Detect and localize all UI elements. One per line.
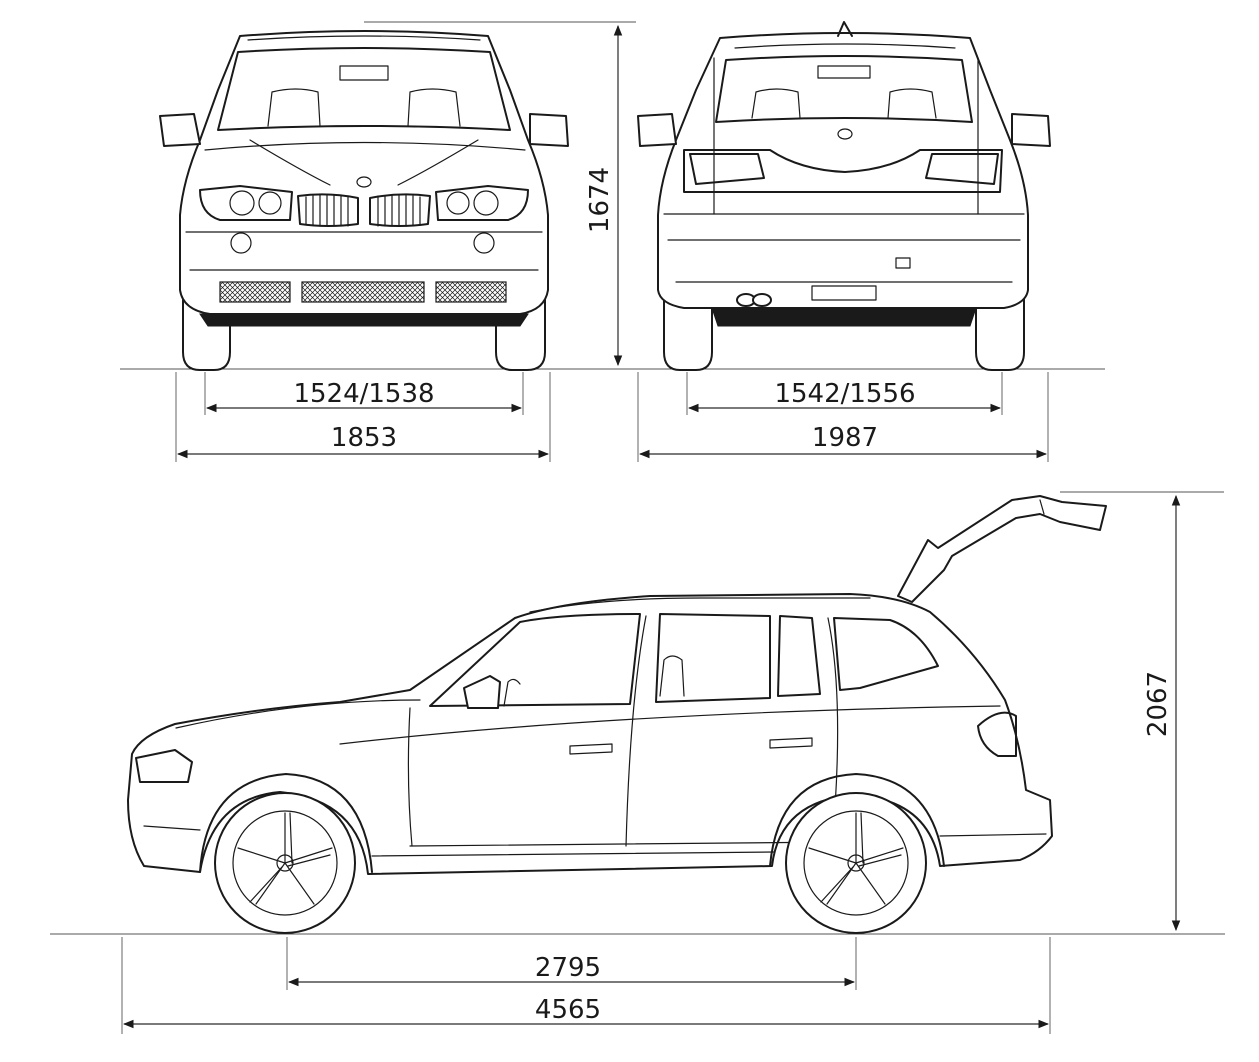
dim-length: 4565 <box>535 995 601 1025</box>
top-dimensions: 1674 1524/1538 1853 1542/1556 1987 <box>175 21 1049 462</box>
rear-wheel <box>785 792 927 934</box>
side-body <box>127 593 1053 875</box>
open-tailgate <box>897 495 1107 603</box>
rear-view <box>620 21 1105 371</box>
dim-height-tailgate-open: 2067 <box>1143 671 1173 737</box>
left-taillight <box>689 153 765 185</box>
quarter-window <box>833 617 939 691</box>
front-side-window <box>429 613 641 707</box>
rear-left-tire <box>663 295 713 371</box>
rear-right-tire <box>975 295 1025 371</box>
side-taillight <box>977 711 1017 757</box>
side-view <box>50 495 1225 935</box>
front-view <box>120 30 620 371</box>
front-wheel <box>214 792 356 934</box>
dim-width-mirrors: 1987 <box>812 423 878 453</box>
rear-right-mirror <box>1011 113 1051 147</box>
kidney-grille <box>297 193 431 227</box>
dim-rear-track: 1542/1556 <box>774 379 915 409</box>
side-headlight <box>135 749 193 783</box>
side-dimensions: 2067 2795 4565 <box>121 491 1224 1034</box>
side-mirror <box>463 675 501 709</box>
dim-wheelbase: 2795 <box>535 953 601 983</box>
dim-height: 1674 <box>585 167 615 233</box>
exhaust-right-icon <box>752 293 772 307</box>
front-right-mirror <box>529 113 569 147</box>
front-left-headlight <box>199 185 293 221</box>
dim-front-track: 1524/1538 <box>293 379 434 409</box>
rear-left-mirror <box>637 113 677 147</box>
dim-width-body: 1853 <box>331 423 397 453</box>
right-taillight <box>925 153 999 185</box>
front-right-headlight <box>435 185 529 221</box>
front-left-mirror <box>159 113 201 147</box>
rear-door-window <box>655 613 771 703</box>
